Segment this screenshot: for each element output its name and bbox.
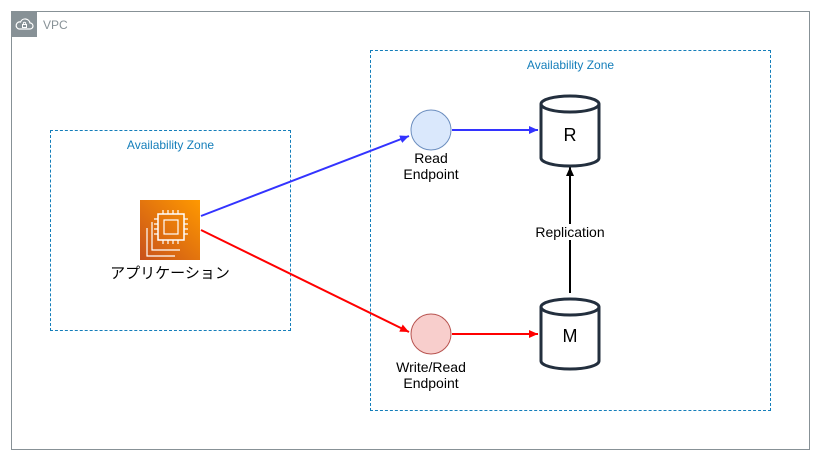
- master-database-label: M: [562, 326, 578, 346]
- replica-database-label: R: [563, 125, 577, 145]
- write-endpoint-label-line1: Write/Read: [396, 359, 466, 375]
- vpc-label: VPC: [43, 18, 68, 32]
- master-database-icon[interactable]: [539, 297, 601, 371]
- availability-zone-right-label: Availability Zone: [526, 58, 615, 72]
- read-endpoint-label: Read Endpoint: [381, 150, 481, 182]
- write-endpoint-node[interactable]: [410, 313, 452, 355]
- read-arrow: [200, 135, 410, 217]
- write-endpoint-label-line2: Endpoint: [403, 375, 459, 391]
- cloud-lock-icon: [12, 12, 37, 37]
- replication-label: Replication: [520, 224, 620, 240]
- write-arrow: [200, 229, 410, 333]
- availability-zone-right: Availability Zone: [370, 50, 771, 411]
- vpc-group: VPC: [11, 11, 810, 450]
- write-endpoint-label: Write/Read Endpoint: [371, 359, 491, 391]
- read-endpoint-node[interactable]: [410, 109, 452, 151]
- app-label: アプリケーション: [110, 265, 230, 282]
- availability-zone-left-label: Availability Zone: [126, 138, 215, 152]
- read-endpoint-label-line1: Read: [414, 150, 448, 166]
- read-endpoint-label-line2: Endpoint: [403, 166, 459, 182]
- ec2-instance-icon[interactable]: [140, 200, 200, 260]
- availability-zone-left: Availability Zone: [50, 130, 291, 331]
- replica-database-icon[interactable]: [539, 94, 601, 168]
